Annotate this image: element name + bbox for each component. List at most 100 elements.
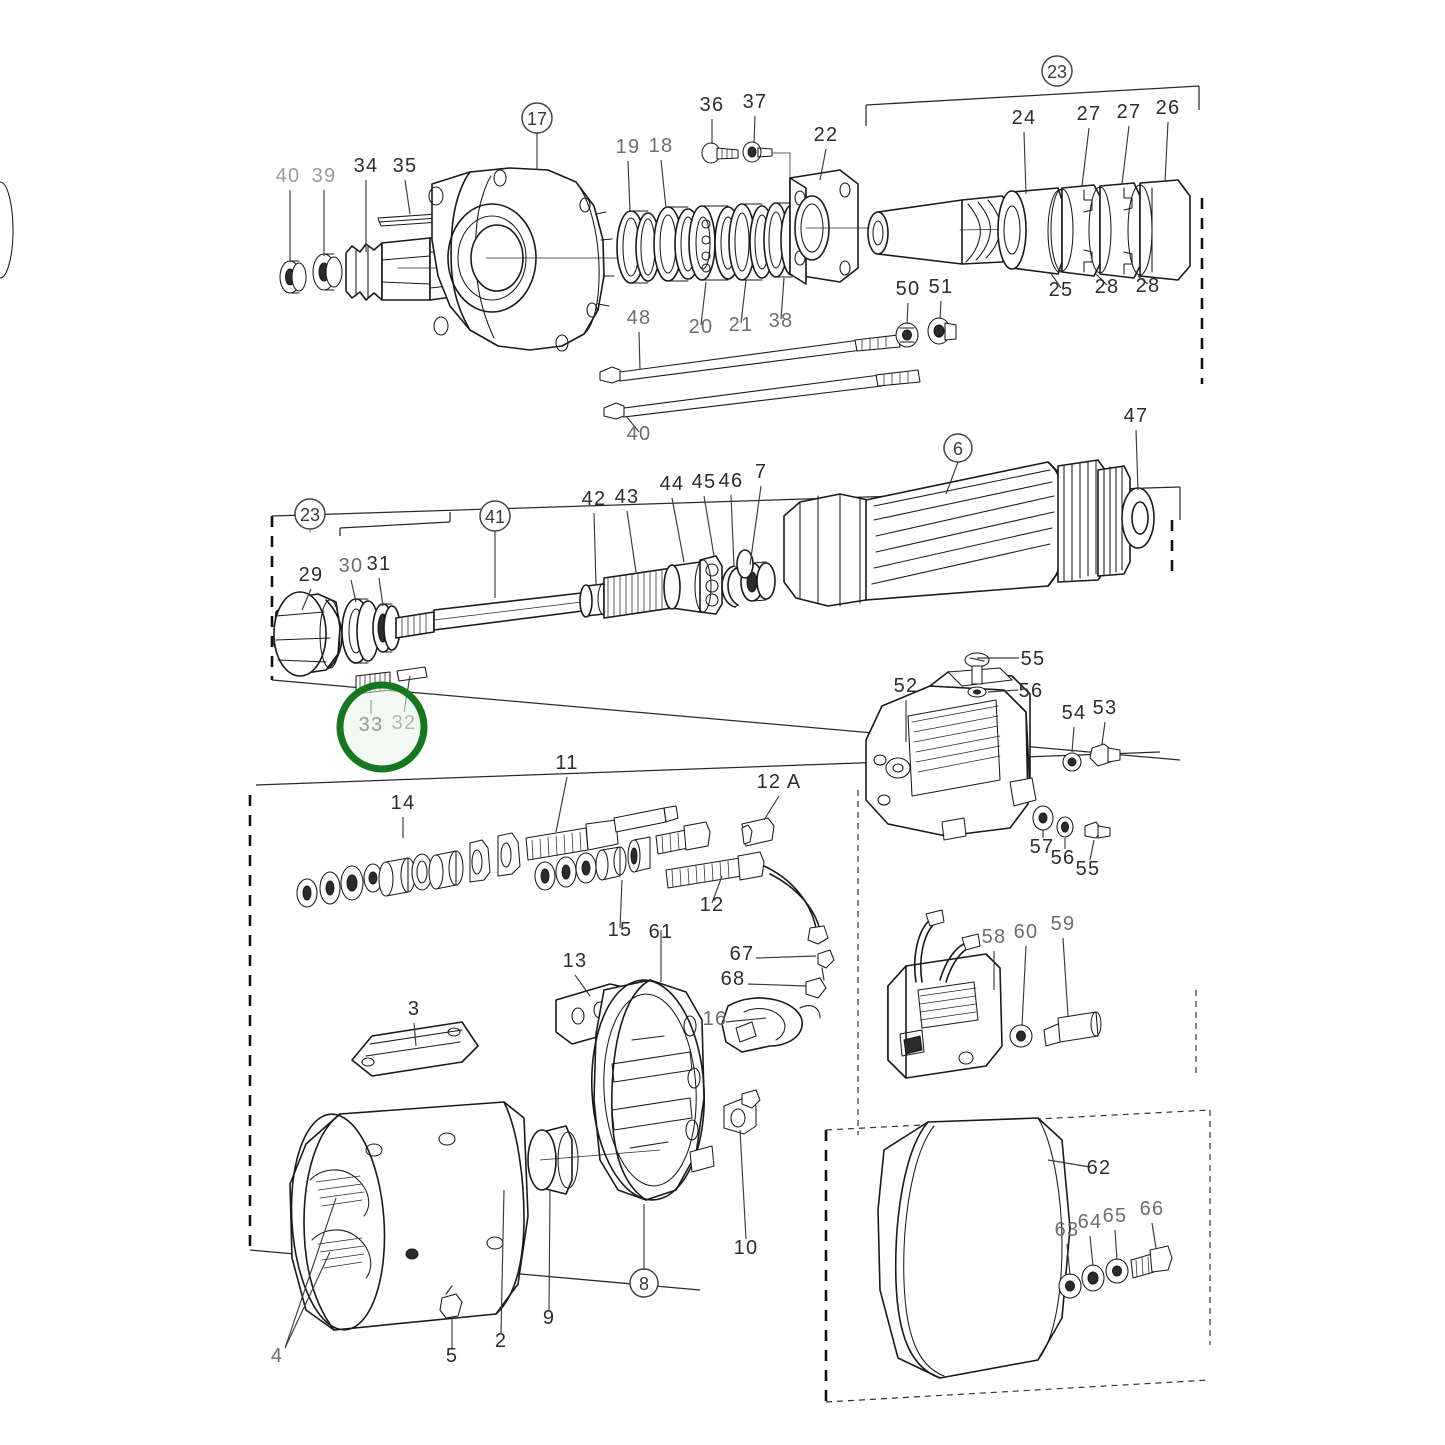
callout-label: 41 xyxy=(485,507,505,527)
callout-label: 6 xyxy=(953,439,963,459)
part-12-threaded-rod xyxy=(665,851,765,889)
part-12a-bolt xyxy=(741,817,775,847)
part-62-cover-band xyxy=(877,1117,1071,1379)
part-58-relay xyxy=(887,909,1003,1079)
part-label-12: 12 xyxy=(700,894,725,916)
part-label-4: 4 xyxy=(271,1345,283,1367)
part-label-40a: 40 xyxy=(276,165,301,187)
part-40-nut xyxy=(279,260,307,294)
part-26-drive-pinion xyxy=(0,179,1191,281)
part-label-21: 21 xyxy=(729,314,754,336)
part-18-bearing-ring xyxy=(653,206,702,282)
part-label-26: 26 xyxy=(1156,97,1181,119)
part-label-12a: 12 A xyxy=(757,771,802,793)
part-25-collar xyxy=(997,187,1073,275)
part-label-37: 37 xyxy=(743,91,768,113)
part-55-screw-bottom xyxy=(1084,821,1111,839)
part-67-screw xyxy=(817,949,835,981)
part-number-labels: 40 39 34 35 36 37 19 18 22 24 27 27 26 2… xyxy=(271,91,1181,1367)
part-label-39: 39 xyxy=(312,165,337,187)
part-label-53: 53 xyxy=(1093,697,1118,719)
part-label-68: 68 xyxy=(721,968,746,990)
part-label-25: 25 xyxy=(1049,279,1074,301)
part-52-solenoid xyxy=(865,667,1037,841)
part-label-27a: 27 xyxy=(1077,103,1102,125)
part-60-washer xyxy=(1009,1024,1033,1048)
part-label-66: 66 xyxy=(1140,1198,1165,1220)
selected-part-highlight[interactable] xyxy=(336,681,428,773)
part-label-52: 52 xyxy=(894,675,919,697)
part-6-armature xyxy=(783,459,1155,607)
part-label-16: 16 xyxy=(703,1008,728,1030)
part-19-ring xyxy=(616,210,661,284)
part-15-hardware-stack xyxy=(534,836,651,891)
part-label-61: 61 xyxy=(649,921,674,943)
callout-41: 41 xyxy=(479,500,511,532)
part-64-washer xyxy=(1081,1264,1105,1292)
part-label-3: 3 xyxy=(408,998,420,1020)
part-29-pinion xyxy=(273,591,343,677)
part-41-drive-shaft xyxy=(395,591,591,639)
part-40-tie-rod xyxy=(603,369,921,420)
part-44-coupling xyxy=(663,555,723,615)
part-label-15: 15 xyxy=(608,919,633,941)
part-32-key xyxy=(396,666,428,682)
bottom-assembly xyxy=(289,652,1173,1379)
part-label-57: 57 xyxy=(1030,836,1055,858)
cable-assembly xyxy=(763,865,829,945)
callout-label: 8 xyxy=(639,1274,649,1294)
part-label-13: 13 xyxy=(563,950,588,972)
part-label-20: 20 xyxy=(689,316,714,338)
part-label-50: 50 xyxy=(896,278,921,300)
part-label-9: 9 xyxy=(543,1307,555,1329)
part-43-spring xyxy=(603,567,673,619)
part-label-55b: 55 xyxy=(1076,858,1101,880)
part-56-washer-bottom xyxy=(1056,816,1074,838)
part-label-48: 48 xyxy=(627,307,652,329)
part-label-18: 18 xyxy=(649,135,674,157)
part-11-stud xyxy=(525,805,679,861)
part-39-washer xyxy=(312,253,343,291)
part-label-34: 34 xyxy=(354,155,379,177)
part-label-28a: 28 xyxy=(1095,276,1120,298)
part-label-31: 31 xyxy=(367,553,392,575)
part-54-nut xyxy=(1062,752,1082,772)
part-label-11: 11 xyxy=(555,752,578,774)
part-label-42: 42 xyxy=(582,488,607,510)
part-5-screw xyxy=(439,1285,463,1319)
part-label-7: 7 xyxy=(755,461,767,483)
part-label-47: 47 xyxy=(1124,405,1149,427)
part-59-resistor xyxy=(1043,1011,1102,1047)
part-label-38: 38 xyxy=(769,310,794,332)
callout-label: 23 xyxy=(300,505,320,525)
part-63-nut xyxy=(1058,1273,1082,1299)
part-55-screw-top xyxy=(964,652,990,685)
part-label-58: 58 xyxy=(982,926,1007,948)
part-label-22: 22 xyxy=(814,124,839,146)
part-label-64: 64 xyxy=(1078,1211,1103,1233)
callout-6: 6 xyxy=(943,433,973,463)
part-48-tie-rod xyxy=(599,334,901,384)
part-label-60: 60 xyxy=(1014,921,1039,943)
part-label-30: 30 xyxy=(339,555,364,577)
part-2-yoke-body xyxy=(289,1101,529,1331)
part-label-10: 10 xyxy=(734,1237,759,1259)
part-37-leader-line xyxy=(772,152,791,201)
part-9-bush xyxy=(527,1125,661,1195)
part-label-62: 62 xyxy=(1087,1157,1112,1179)
part-label-45: 45 xyxy=(692,471,717,493)
part-22-flange xyxy=(789,169,881,285)
part-61-brush-holder-ring xyxy=(590,979,715,1201)
part-51-nut xyxy=(927,317,957,345)
part-57-washer xyxy=(1032,805,1054,831)
part-3-cover-strip xyxy=(351,1021,479,1077)
part-53-screw xyxy=(1089,743,1121,767)
part-65-washer xyxy=(1105,1258,1129,1284)
part-label-40b: 40 xyxy=(627,423,652,445)
part-label-59: 59 xyxy=(1051,913,1076,935)
part-66-bolt xyxy=(1130,1245,1173,1279)
callout-23-top: 23 xyxy=(1041,55,1073,87)
part-label-2: 2 xyxy=(495,1330,507,1352)
part-label-56a: 56 xyxy=(1019,680,1044,702)
